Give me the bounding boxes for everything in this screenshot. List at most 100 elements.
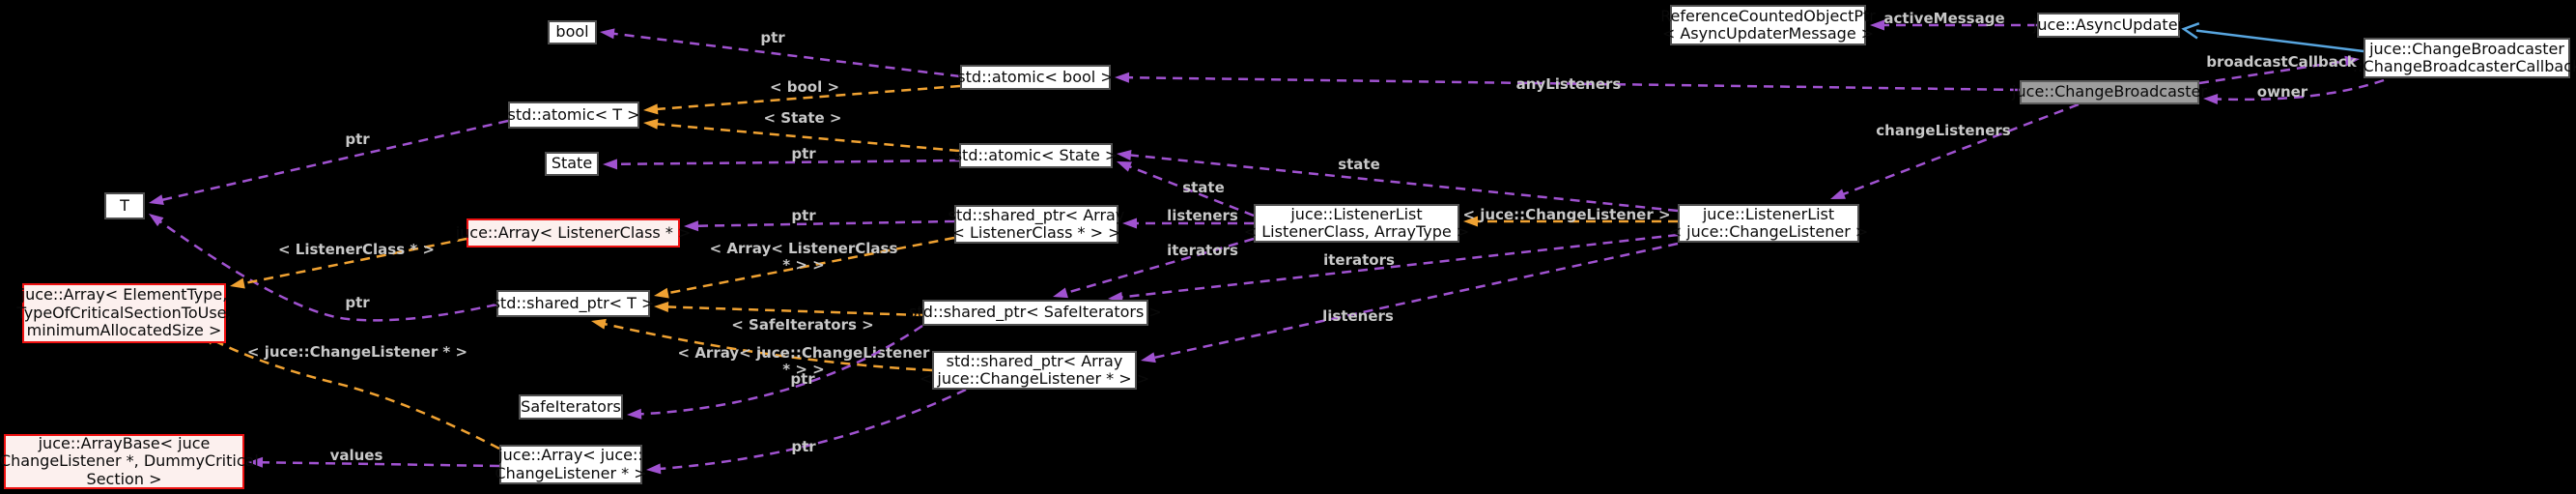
template-arrowhead bbox=[230, 277, 245, 289]
edge-label: * > > bbox=[782, 361, 824, 378]
node-juce-arraybase[interactable]: juce::ArrayBase< juce::ChangeListener *,… bbox=[0, 434, 259, 489]
usage-arrowhead bbox=[2203, 94, 2219, 105]
usage-arrowhead bbox=[1053, 287, 1068, 299]
node-label-line: std::atomic< bool > bbox=[957, 67, 1114, 86]
node-shared-ptr-array-changelistener[interactable]: std::shared_ptr< Array< juce::ChangeList… bbox=[920, 351, 1149, 390]
node-listener-list-template[interactable]: juce::ListenerList< ListenerClass, Array… bbox=[1244, 204, 1469, 243]
node-label-line: juce::ListenerList bbox=[1290, 204, 1423, 223]
node-label-line: ChangeListener * > bbox=[495, 463, 647, 482]
node-safeiterators[interactable]: SafeIterators bbox=[519, 394, 623, 420]
edge-label: ptr bbox=[791, 438, 816, 455]
node-async-updater[interactable]: juce::AsyncUpdater bbox=[2033, 13, 2184, 38]
template-arrowhead bbox=[654, 287, 669, 299]
edge-callback-owner bbox=[2215, 78, 2385, 102]
node-label-line: bool bbox=[555, 22, 589, 42]
edge-label: state bbox=[1182, 179, 1225, 196]
node-shared-ptr-t[interactable]: std::shared_ptr< T > bbox=[493, 290, 654, 317]
node-label-line: < AsyncUpdaterMessage > bbox=[1661, 24, 1875, 43]
node-label-line: juce::Array< ElementType, bbox=[20, 285, 228, 305]
usage-arrowhead bbox=[2344, 55, 2360, 67]
usage-arrowhead bbox=[248, 456, 264, 468]
node-shared-ptr-array-listenerclass[interactable]: std::shared_ptr< Array< ListenerClass * … bbox=[948, 205, 1124, 244]
node-label-line: juce::ChangeBroadcaster bbox=[2012, 82, 2207, 102]
edge-label: * > > bbox=[782, 256, 824, 274]
node-label-line: juce::Array< ListenerClass * > bbox=[455, 222, 692, 242]
template-arrowhead bbox=[591, 318, 607, 330]
edge-label: ptr bbox=[790, 370, 815, 388]
edge-label: listeners bbox=[1322, 307, 1394, 325]
edge-broadcaster-broadcastcallback bbox=[2198, 59, 2348, 85]
edge-label: ptr bbox=[791, 207, 816, 224]
node-label-line: State bbox=[551, 154, 593, 173]
node-shared-ptr-safeiterators[interactable]: std::shared_ptr< SafeIterators > bbox=[909, 300, 1162, 326]
edge-callback-inherits-asyncupdater bbox=[2195, 29, 2364, 53]
edge-listenerlist-template-state bbox=[1127, 164, 1255, 218]
node-label-line: juce::ListenerList bbox=[1702, 204, 1835, 223]
edge-listenerlist-cl-listeners bbox=[1152, 242, 1679, 360]
edge-arraylc-template-arrayelem bbox=[241, 237, 467, 285]
node-std-atomic-bool[interactable]: std::atomic< bool > bbox=[957, 65, 1114, 90]
node-label-line: juce::ChangeBroadcaster bbox=[2369, 39, 2564, 58]
edge-label: < State > bbox=[763, 109, 841, 127]
node-change-broadcaster[interactable]: juce::ChangeBroadcaster bbox=[2012, 80, 2207, 104]
edge-sharedptrt-ptr-t bbox=[157, 219, 497, 322]
usage-arrowhead bbox=[1115, 72, 1130, 83]
edge-arraycl-values-arraybase bbox=[260, 460, 500, 468]
inheritance-arrowhead bbox=[2181, 22, 2200, 40]
edge-label: broadcastCallback bbox=[2206, 53, 2358, 71]
node-listener-list-changelistener[interactable]: juce::ListenerList< juce::ChangeListener… bbox=[1669, 204, 1868, 243]
edge-sharedptr-si-ptr bbox=[638, 324, 923, 416]
edge-label: < SafeIterators > bbox=[731, 316, 873, 334]
template-arrowhead bbox=[1463, 216, 1478, 227]
edge-label: ptr bbox=[345, 131, 370, 148]
node-label-line: juce::AsyncUpdater bbox=[2032, 15, 2185, 34]
node-std-atomic-state[interactable]: std::atomic< State > bbox=[954, 143, 1118, 168]
node-label-line: juce::Array< juce:: bbox=[498, 446, 643, 464]
node-juce-array-listenerclass[interactable]: juce::Array< ListenerClass * > bbox=[456, 218, 691, 247]
edge-label: iterators bbox=[1323, 251, 1395, 269]
edge-label: < juce::ChangeListener > bbox=[1462, 206, 1670, 223]
template-arrowhead bbox=[643, 103, 659, 115]
edge-label: owner bbox=[2257, 83, 2308, 101]
usage-arrowhead bbox=[1141, 352, 1156, 363]
edge-label: activeMessage bbox=[1883, 10, 2004, 27]
edge-label: iterators bbox=[1167, 242, 1238, 259]
node-juce-array-elementtype[interactable]: juce::Array< ElementType,TypeOfCriticalS… bbox=[16, 283, 232, 343]
usage-arrowhead bbox=[600, 28, 615, 40]
edge-label: changeListeners bbox=[1876, 122, 2011, 139]
node-t[interactable]: T bbox=[104, 192, 145, 219]
usage-arrowhead bbox=[149, 194, 164, 206]
node-label-line: T bbox=[120, 195, 129, 215]
edge-arraycl-template-arrayelem bbox=[211, 337, 500, 450]
usage-arrowhead bbox=[1870, 19, 1884, 31]
node-label-line: std::shared_ptr< T > bbox=[492, 293, 655, 312]
edge-broadcaster-anylisteners bbox=[1126, 75, 2021, 92]
edge-label: state bbox=[1338, 156, 1380, 173]
node-std-atomic-t[interactable]: std::atomic< T > bbox=[508, 102, 640, 129]
edge-label: < Array< juce::ChangeListener bbox=[678, 344, 931, 362]
node-juce-array-changelistener[interactable]: juce::Array< juce::ChangeListener * > bbox=[495, 445, 647, 484]
edge-label: < Array< ListenerClass bbox=[710, 240, 898, 257]
edge-sharedptr-arraycl-template bbox=[603, 322, 933, 372]
edge-atomicstate-template-atomict bbox=[655, 122, 960, 153]
node-bool[interactable]: bool bbox=[548, 20, 597, 44]
node-label-line: std::shared_ptr< Array bbox=[948, 205, 1125, 224]
edge-sharedptr-arraycl-ptr bbox=[658, 388, 967, 471]
edge-label: values bbox=[330, 447, 383, 464]
template-arrowhead bbox=[643, 118, 659, 130]
edge-label: listeners bbox=[1167, 207, 1238, 224]
edge-sharedptr-si-template bbox=[665, 305, 923, 317]
usage-arrowhead bbox=[646, 463, 662, 475]
node-label-line: SafeIterators bbox=[521, 396, 621, 416]
edge-label: < bool > bbox=[770, 78, 839, 96]
node-ref-counted-object-ptr[interactable]: ReferenceCountedObjectPtr< AsyncUpdaterM… bbox=[1660, 5, 1876, 45]
usage-arrowhead bbox=[1117, 150, 1132, 160]
node-label-line: std::shared_ptr< Array bbox=[946, 351, 1123, 370]
node-state[interactable]: State bbox=[545, 152, 599, 176]
node-label-line: < ListenerClass, ArrayType > bbox=[1243, 222, 1470, 241]
node-label-line: ::ChangeListener *, DummyCritical bbox=[0, 451, 259, 471]
node-change-broadcaster-callback[interactable]: juce::ChangeBroadcaster::ChangeBroadcast… bbox=[2353, 38, 2576, 78]
edge-atomicstate-ptr-state bbox=[614, 159, 960, 166]
